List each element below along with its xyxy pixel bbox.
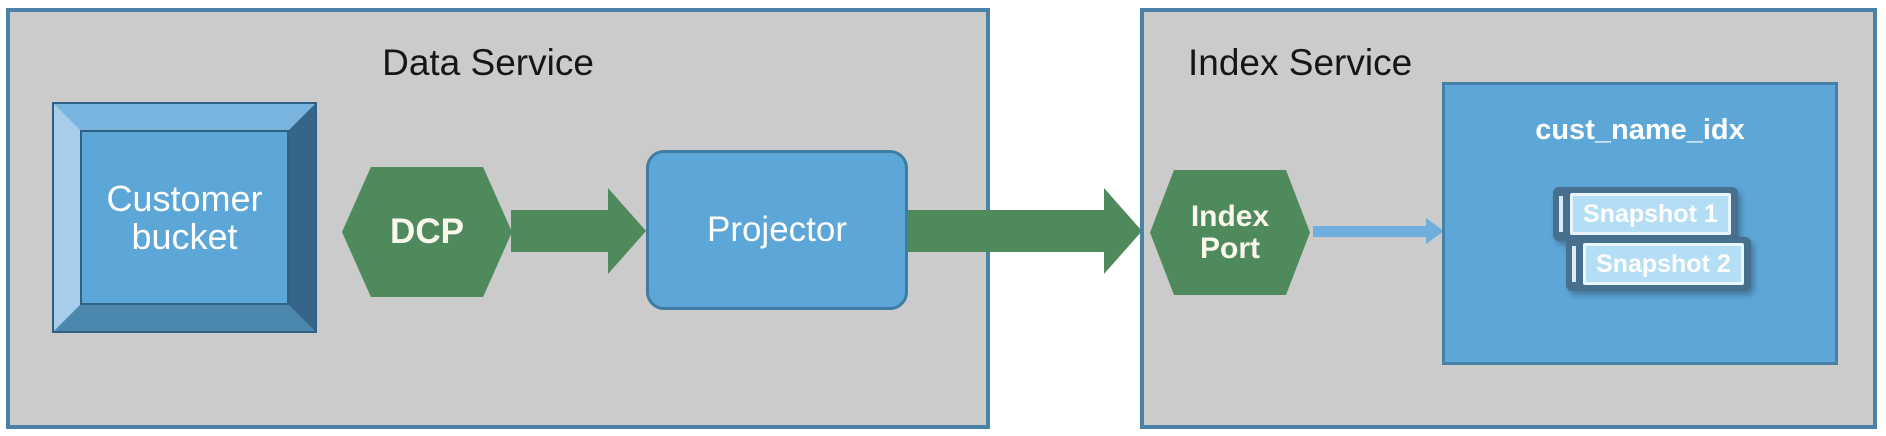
dcp-to-projector-arrow-shaft bbox=[511, 210, 608, 252]
data-service-label: Data Service bbox=[382, 42, 594, 83]
cust-name-idx-label: cust_name_idx bbox=[1535, 114, 1745, 146]
dcp-hexagon: DCP bbox=[342, 167, 512, 297]
port-to-index-arrow-head bbox=[1426, 218, 1444, 244]
customer-bucket-face: Customer bucket bbox=[80, 130, 289, 305]
index-service-box: Index Service Index Port cust_name_idx S… bbox=[1140, 8, 1877, 429]
projector-to-index-arrow-head bbox=[1104, 188, 1142, 274]
cust-name-idx-box: cust_name_idx Snapshot 1 Snapshot 2 bbox=[1442, 82, 1838, 365]
dcp-label: DCP bbox=[390, 212, 464, 251]
snapshot-card: Snapshot 1 bbox=[1553, 187, 1738, 241]
port-to-index-arrow-shaft bbox=[1313, 226, 1426, 237]
index-service-label: Index Service bbox=[1188, 42, 1413, 83]
snapshot-label: Snapshot 1 bbox=[1570, 193, 1731, 235]
projector-node: Projector bbox=[646, 150, 908, 310]
customer-bucket-node: Customer bucket bbox=[52, 102, 317, 333]
snapshot-label: Snapshot 2 bbox=[1583, 243, 1744, 285]
customer-bucket-bevel: Customer bucket bbox=[54, 104, 315, 331]
index-port-hexagon: Index Port bbox=[1150, 170, 1310, 295]
index-port-label: Index Port bbox=[1190, 199, 1270, 265]
projector-to-index-arrow-shaft bbox=[908, 210, 1104, 252]
dcp-to-projector-arrow-head bbox=[608, 188, 646, 274]
data-service-box: Data Service Customer bucket DCP Project… bbox=[6, 8, 1142, 429]
projector-label: Projector bbox=[706, 210, 848, 249]
snapshot-card: Snapshot 2 bbox=[1566, 237, 1751, 291]
customer-bucket-label: Customer bucket bbox=[106, 177, 263, 257]
